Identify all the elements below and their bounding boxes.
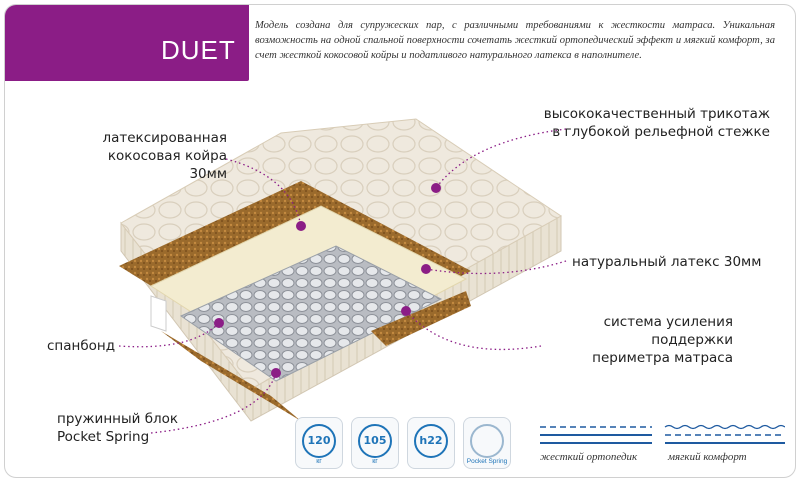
pocket-spring-badge: Pocket Spring	[463, 417, 511, 469]
feature-badges: 120 кг 105 кг h22 Pocket Spring	[295, 417, 517, 473]
weight-105-badge: 105 кг	[351, 417, 399, 469]
label-perimeter-line2: периметра матраса	[592, 350, 733, 366]
pocket-spring-icon	[470, 424, 504, 458]
mattress-illustration	[118, 118, 567, 434]
pocket-spring-label: Pocket Spring	[466, 458, 508, 465]
weight-105-icon	[358, 424, 392, 458]
label-coir-line1: латексированная	[102, 130, 227, 146]
marker-latex	[421, 264, 431, 274]
leader-spunbond	[118, 322, 220, 348]
product-title: DUET	[161, 35, 236, 65]
leader-latex	[425, 260, 567, 275]
weight-120-badge: 120 кг	[295, 417, 343, 469]
product-card: DUET Модель создана для супружеских пар,…	[4, 4, 796, 478]
weight-120-unit: кг	[316, 458, 322, 465]
firmness-legend: жесткий ортопедик мягкий комфорт	[540, 423, 785, 471]
marker-spunbond	[214, 318, 224, 328]
weight-105-unit: кг	[372, 458, 378, 465]
cutaway-coir-bottom	[161, 331, 301, 421]
label-knit: высококачественный трикотаж в глубокой р…	[525, 105, 770, 141]
height-badge: h22	[407, 417, 455, 469]
marker-knit	[431, 183, 441, 193]
label-spring-block: пружинный блок Pocket Spring	[57, 410, 178, 446]
label-spunbond: спанбонд	[47, 338, 116, 354]
label-spring-line1: пружинный блок	[57, 411, 179, 427]
height-value: h22	[419, 434, 443, 447]
label-knit-line1: высококачественный трикотаж	[543, 106, 770, 122]
marker-springs	[271, 368, 281, 378]
product-description: Модель создана для супружеских пар, с ра…	[255, 20, 775, 61]
label-spring-line2: Pocket Spring	[57, 429, 150, 445]
legend-soft: мягкий комфорт	[668, 451, 747, 463]
height-icon	[414, 424, 448, 458]
weight-120-value: 120	[307, 434, 331, 447]
leader-coir	[225, 158, 302, 227]
firmness-lines	[540, 424, 785, 444]
weight-120-icon	[302, 424, 336, 458]
label-perimeter: система усиления поддержки периметра мат…	[525, 313, 733, 367]
label-coir: латексированная кокосовая койра 30мм	[67, 129, 227, 183]
legend-hard: жесткий ортопедик	[540, 451, 638, 463]
label-coir-line2: кокосовая койра 30мм	[107, 148, 227, 182]
leader-perimeter	[405, 310, 542, 351]
marker-perimeter	[401, 306, 411, 316]
label-knit-line2: в глубокой рельефной стежке	[552, 124, 770, 140]
brand-banner: DUET	[5, 5, 249, 81]
marker-coir	[296, 221, 306, 231]
spunbond-layer	[150, 295, 167, 332]
label-perimeter-line1: система усиления поддержки	[603, 314, 733, 348]
label-latex: натуральный латекс 30мм	[572, 254, 762, 270]
cutaway-springs	[179, 245, 443, 382]
cutaway-perimeter	[371, 291, 471, 346]
weight-105-value: 105	[363, 434, 387, 447]
